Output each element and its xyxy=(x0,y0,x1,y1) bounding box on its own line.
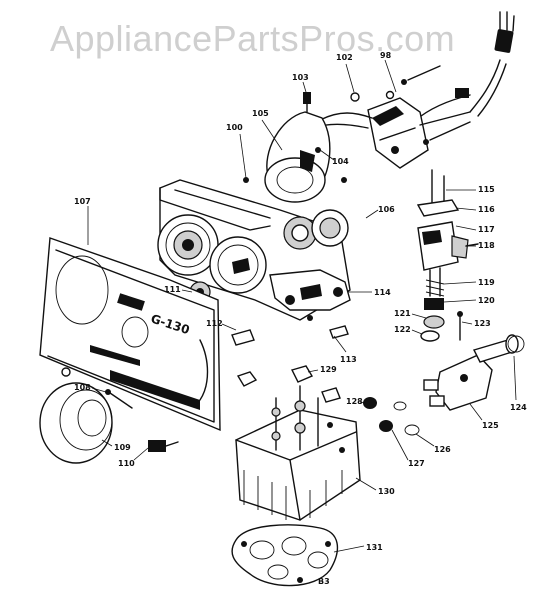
callout-110: 110 xyxy=(118,459,135,468)
callout-109: 109 xyxy=(114,443,131,452)
callout-106: 106 xyxy=(378,205,395,214)
callout-104: 104 xyxy=(332,157,349,166)
page-marker: B3 xyxy=(318,577,330,586)
callout-128: 128 xyxy=(346,397,363,406)
gasket xyxy=(231,524,339,587)
panel-screw xyxy=(61,367,133,409)
callout-100: 100 xyxy=(226,123,243,132)
power-cord xyxy=(415,11,515,121)
callout-129: 129 xyxy=(320,365,337,374)
callout-115: 115 xyxy=(478,185,495,194)
callout-105: 105 xyxy=(252,109,269,118)
callout-103: 103 xyxy=(292,73,309,82)
callout-120: 120 xyxy=(478,296,495,305)
callout-124: 124 xyxy=(510,403,527,412)
callout-125: 125 xyxy=(482,421,499,430)
callout-119: 119 xyxy=(478,278,495,287)
clip-part xyxy=(303,92,311,113)
small-parts-112-113 xyxy=(231,315,349,346)
callout-123: 123 xyxy=(474,319,491,328)
watermark-text: AppliancePartsPros.com xyxy=(50,18,456,59)
indicator-switch xyxy=(148,440,179,452)
callout-102: 102 xyxy=(336,53,353,62)
callout-116: 116 xyxy=(478,205,495,214)
valve-body xyxy=(235,365,361,521)
screws-top xyxy=(350,65,471,145)
callout-127: 127 xyxy=(408,459,425,468)
callout-122: 122 xyxy=(394,325,411,334)
callout-113: 113 xyxy=(340,355,357,364)
front-panel: G-130 xyxy=(39,237,221,432)
brine-valve xyxy=(423,334,525,411)
timer-motor xyxy=(243,111,347,203)
o-rings xyxy=(363,397,420,436)
callout-131: 131 xyxy=(366,543,383,552)
callout-111: 111 xyxy=(164,285,181,294)
control-knob xyxy=(39,382,113,464)
pilot-valve-assembly xyxy=(416,169,479,342)
leader-lines xyxy=(87,59,517,553)
callout-117: 117 xyxy=(478,225,495,234)
callout-121: 121 xyxy=(394,309,411,318)
callout-98: 98 xyxy=(380,51,392,60)
callout-labels: 98 102 103 100 105 104 106 107 115 116 1… xyxy=(74,51,527,586)
callout-130: 130 xyxy=(378,487,395,496)
callout-118: 118 xyxy=(478,241,495,250)
callout-107: 107 xyxy=(74,197,91,206)
callout-112: 112 xyxy=(206,319,223,328)
callout-108: 108 xyxy=(74,383,91,392)
callout-114: 114 xyxy=(374,288,391,297)
callout-126: 126 xyxy=(434,445,451,454)
